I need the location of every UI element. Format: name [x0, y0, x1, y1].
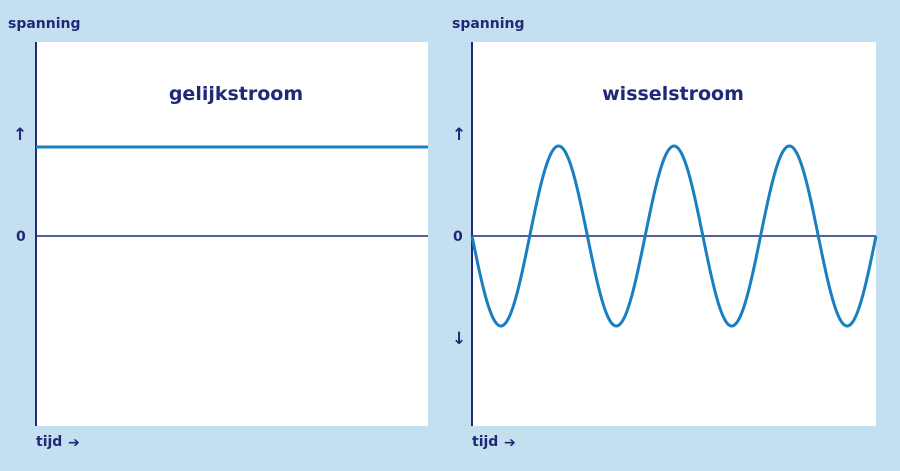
right-title: wisselstroom	[602, 83, 744, 105]
left-xlabel: tijd	[36, 434, 62, 450]
left-title: gelijkstroom	[169, 83, 303, 105]
left-x-arrow-icon: ➔	[68, 435, 80, 451]
right-zero-label: 0	[453, 229, 463, 245]
right-xlabel: tijd	[472, 434, 498, 450]
left-zero-label: 0	[16, 229, 26, 245]
right-x-arrow-icon: ➔	[504, 435, 516, 451]
right-ac-wave	[470, 144, 878, 328]
left-panel	[36, 42, 428, 426]
left-ylabel: spanning	[8, 16, 81, 32]
right-down-arrow-icon: ↓	[452, 329, 466, 349]
right-panel	[472, 42, 876, 426]
right-ylabel: spanning	[452, 16, 525, 32]
left-up-arrow-icon: ↑	[13, 125, 27, 145]
right-up-arrow-icon: ↑	[452, 125, 466, 145]
